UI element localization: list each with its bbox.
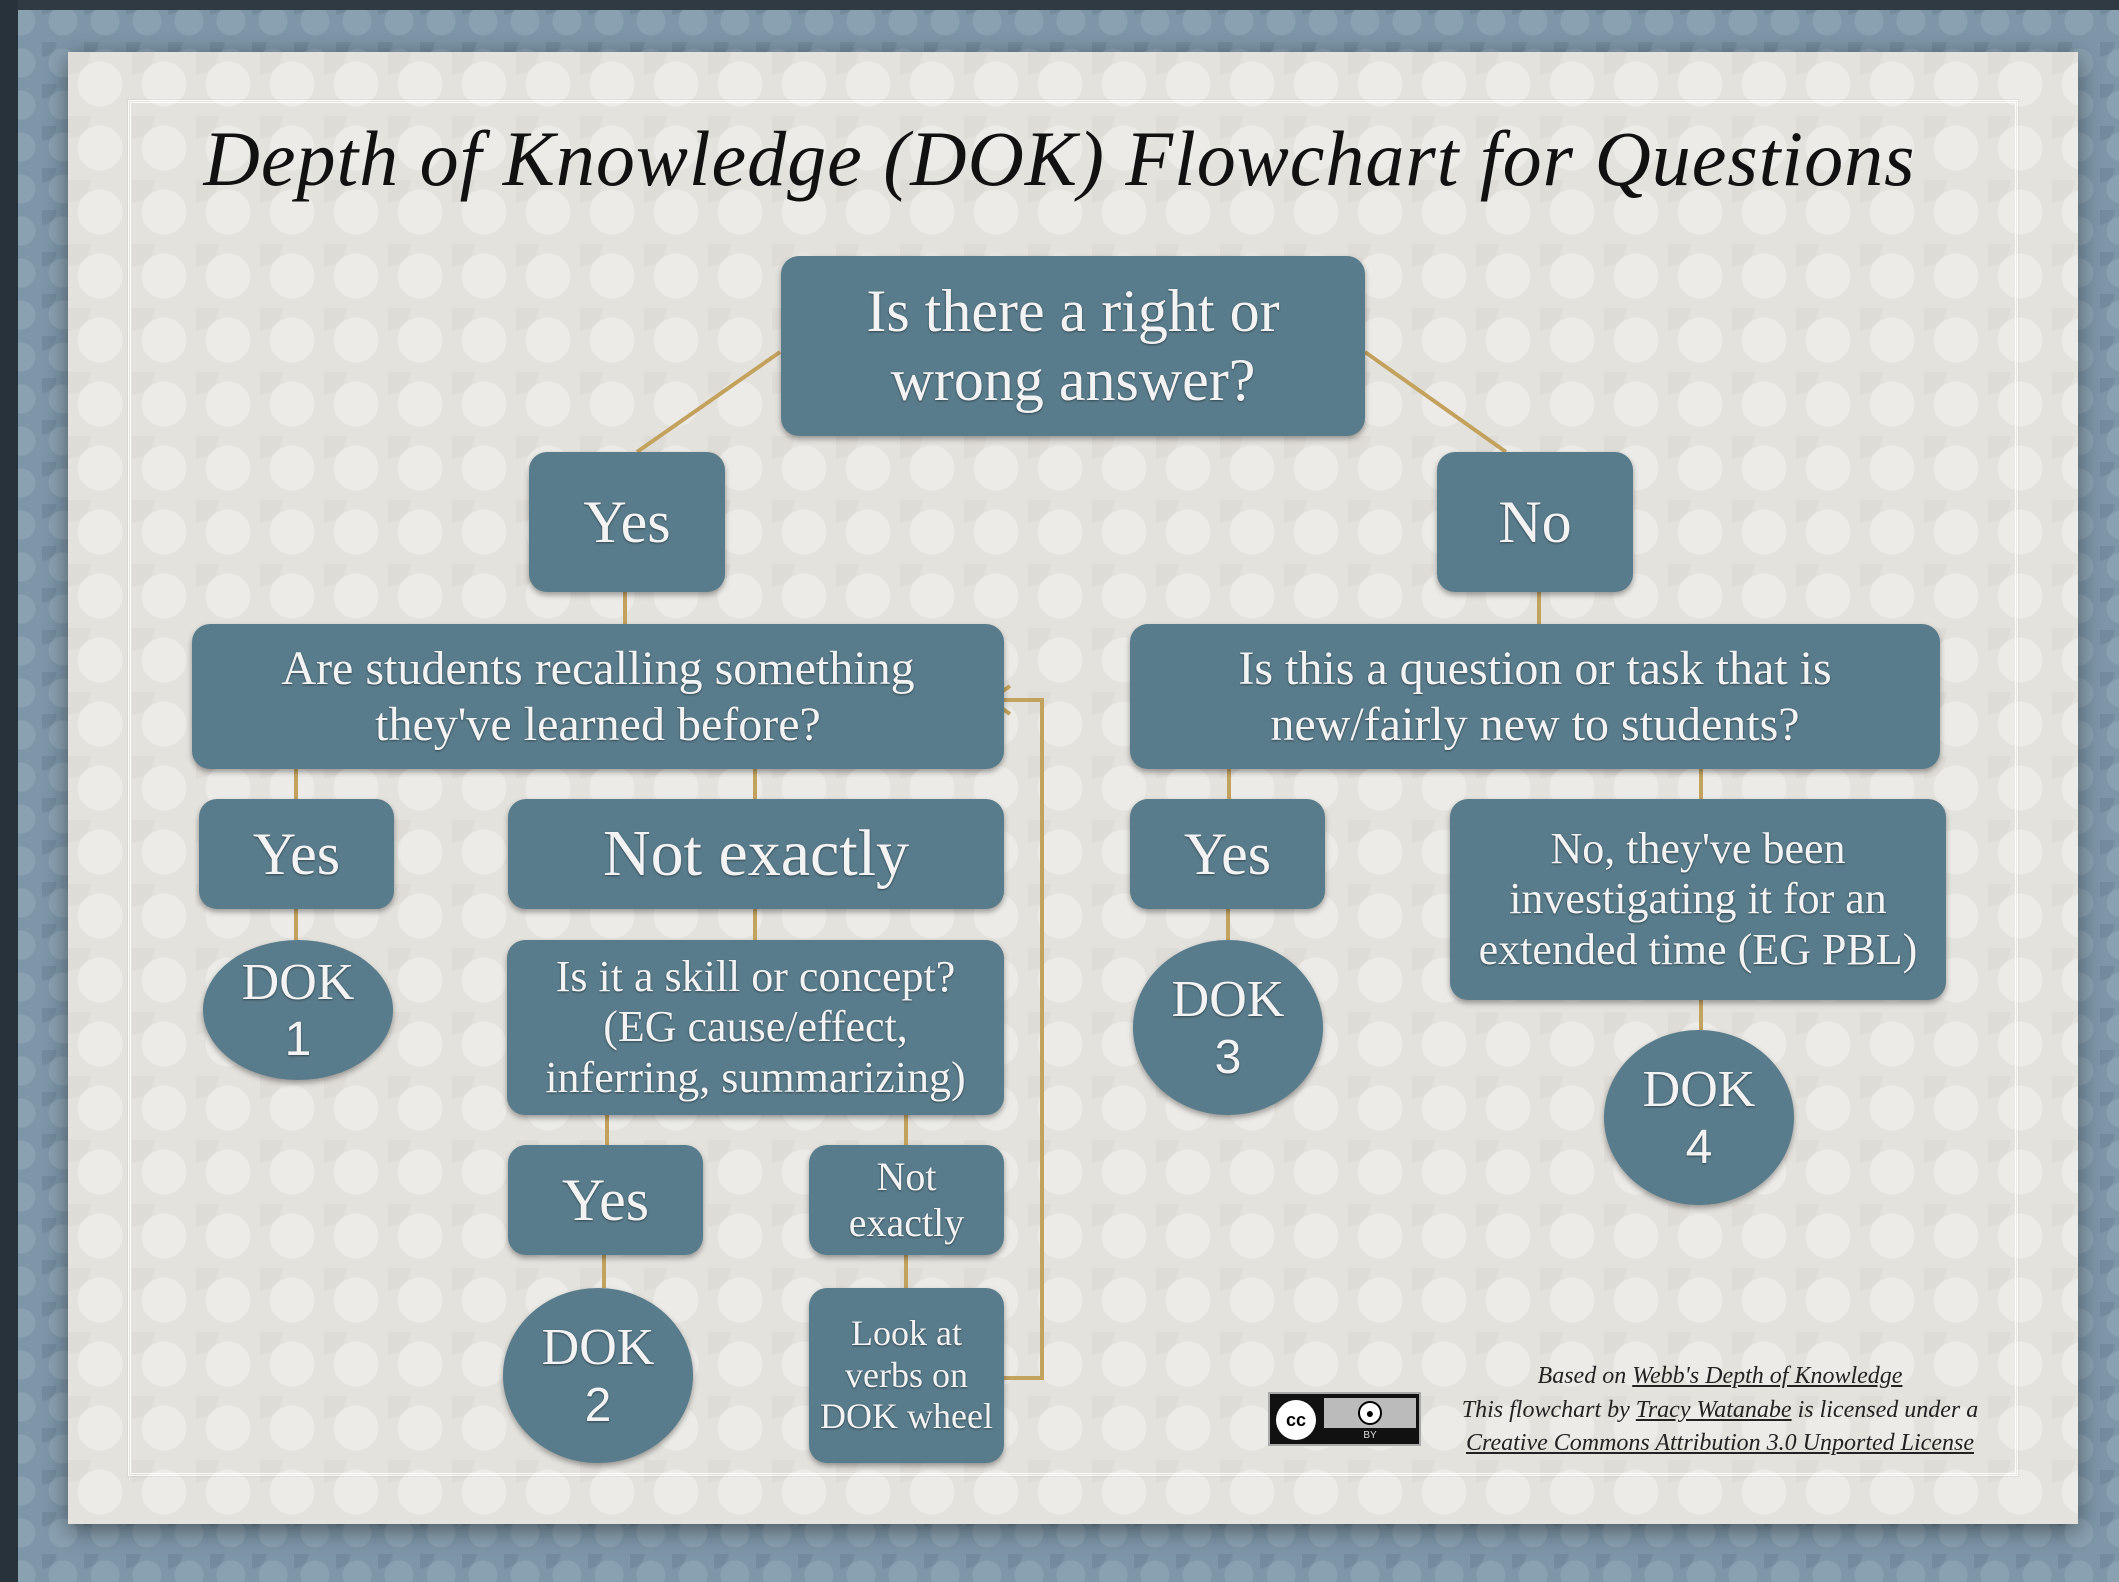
webb-dok-link[interactable]: Webb's Depth of Knowledge <box>1632 1363 1903 1389</box>
new-task-question-box[interactable]: Is this a question or task that is new/f… <box>1130 624 1940 769</box>
answer-no-box[interactable]: No <box>1437 452 1633 592</box>
license-name-line: Creative Commons Attribution 3.0 Unporte… <box>1440 1427 2000 1461</box>
new-no-extended-box[interactable]: No, they've been investigating it for an… <box>1450 799 1946 1000</box>
root-question-box[interactable]: Is there a right or wrong answer? <box>781 256 1365 436</box>
connector-root-yes <box>635 350 782 454</box>
page-title: Depth of Knowledge (DOK) Flowchart for Q… <box>203 115 1916 202</box>
skill-yes-box[interactable]: Yes <box>508 1145 703 1255</box>
dok1-circle: DOK 1 <box>203 940 393 1080</box>
author-link[interactable]: Tracy Watanabe <box>1635 1396 1792 1423</box>
based-on-line: Based on Webb's Depth of Knowledge <box>1440 1360 2000 1394</box>
new-yes-box[interactable]: Yes <box>1130 799 1325 909</box>
dok1-number: 1 <box>284 1013 312 1067</box>
dok4-circle: DOK 4 <box>1604 1030 1794 1205</box>
connector-root-no <box>1363 350 1508 454</box>
license-line: This flowchart by Tracy Watanabe is lice… <box>1440 1394 2000 1428</box>
license-link[interactable]: Creative Commons Attribution 3.0 Unporte… <box>1466 1430 1974 1457</box>
dok4-label: DOK <box>1642 1061 1756 1118</box>
license-line-suffix: is licensed under a <box>1797 1396 1979 1423</box>
based-on-prefix: Based on <box>1537 1363 1627 1389</box>
by-label: BY <box>1363 1430 1377 1441</box>
skill-question-box[interactable]: Is it a skill or concept? (EG cause/effe… <box>507 940 1004 1115</box>
recall-not-exactly-box[interactable]: Not exactly <box>508 799 1004 909</box>
skill-not-exactly-box[interactable]: Not exactly <box>809 1145 1004 1255</box>
cc-icon: cc <box>1276 1400 1316 1440</box>
dok2-number: 2 <box>584 1378 612 1432</box>
license-line-prefix: This flowchart by <box>1461 1396 1630 1423</box>
by-area: ● <box>1324 1398 1416 1428</box>
dok3-label: DOK <box>1171 971 1285 1028</box>
dok3-circle: DOK 3 <box>1133 940 1323 1115</box>
dok1-label: DOK <box>241 953 355 1011</box>
dok3-number: 3 <box>1214 1030 1242 1084</box>
dok2-label: DOK <box>541 1319 655 1376</box>
answer-yes-box[interactable]: Yes <box>529 452 725 592</box>
recall-question-box[interactable]: Are students recalling something they've… <box>192 624 1004 769</box>
left-edge <box>0 0 18 1582</box>
dok2-circle: DOK 2 <box>503 1288 693 1463</box>
look-at-verbs-box[interactable]: Look at verbs on DOK wheel <box>809 1288 1004 1463</box>
top-edge <box>0 0 2119 10</box>
person-icon: ● <box>1358 1401 1382 1425</box>
loop-back-arrow-line <box>992 698 1044 1380</box>
attribution-footer: Based on Webb's Depth of Knowledge This … <box>1440 1360 2000 1461</box>
recall-yes-box[interactable]: Yes <box>199 799 394 909</box>
cc-license-badge[interactable]: cc ● BY <box>1268 1392 1421 1446</box>
dok4-number: 4 <box>1685 1120 1713 1174</box>
